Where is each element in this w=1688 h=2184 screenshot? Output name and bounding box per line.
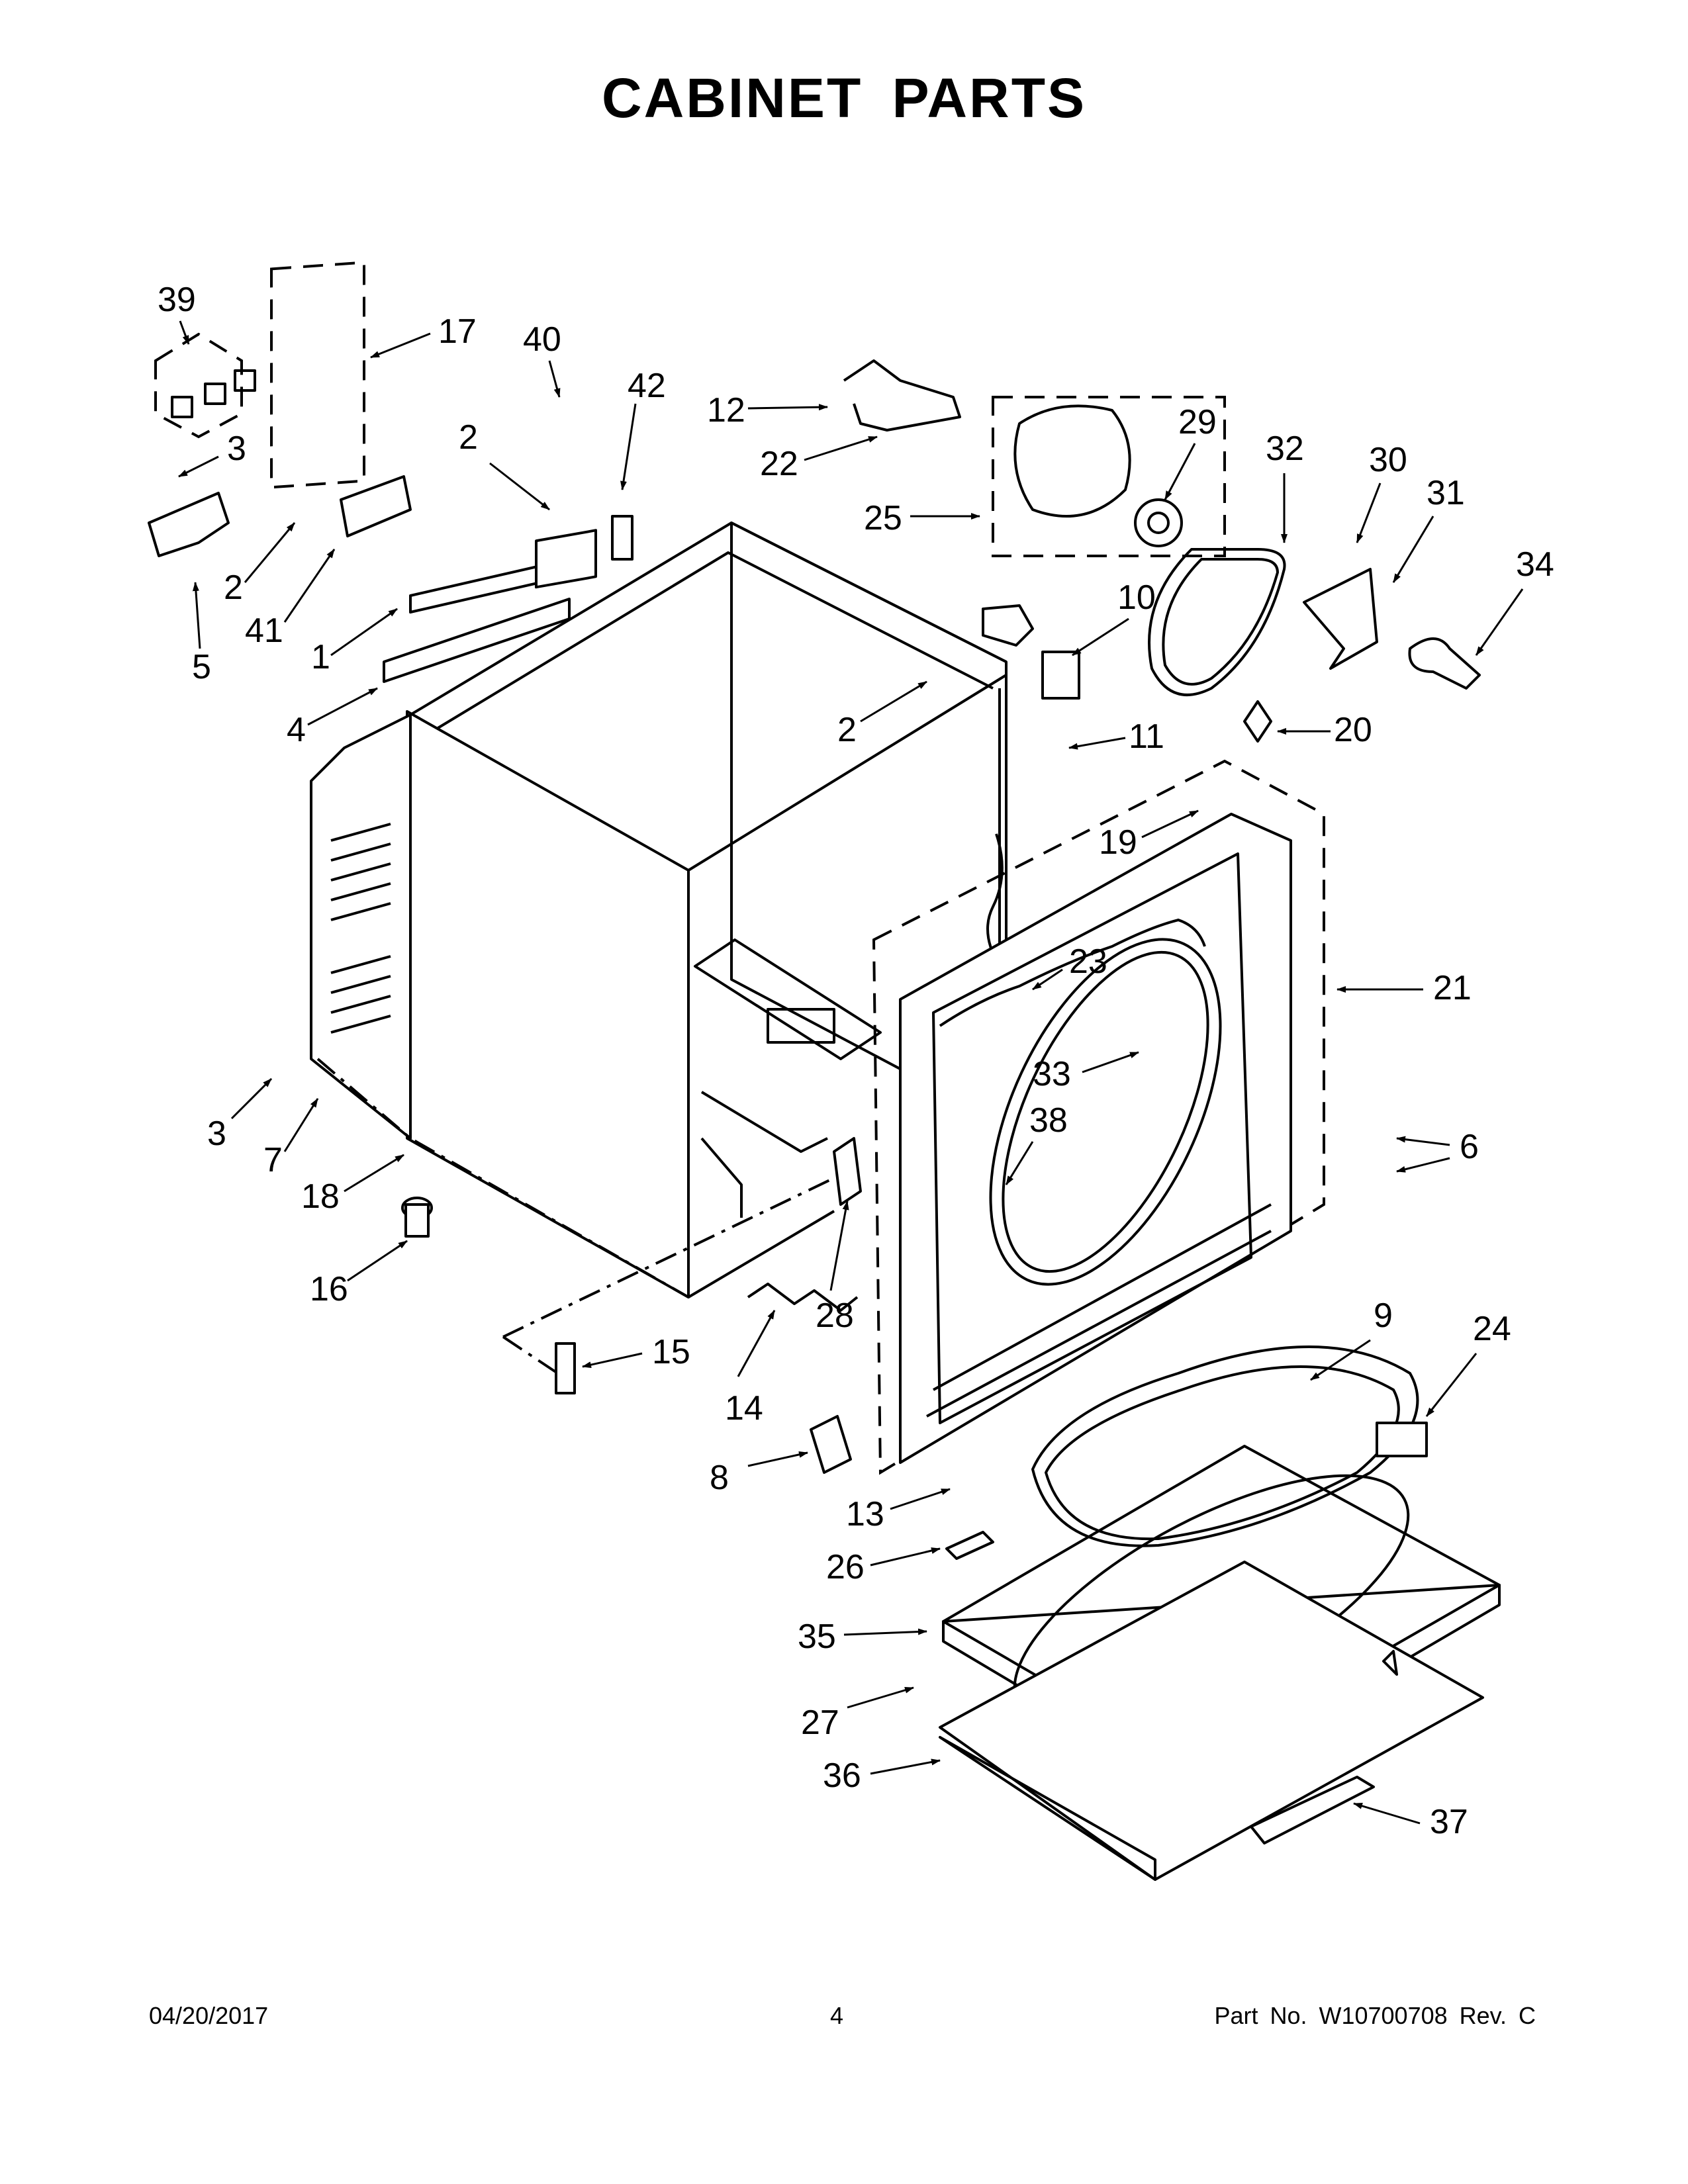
callout-4: 4: [287, 711, 306, 749]
callout-42: 42: [628, 367, 666, 405]
motor-parts-group: [843, 359, 1481, 743]
callout-7: 7: [263, 1141, 283, 1179]
callout-labels: 39 17 3 2 41 1 4 5 40 42 2 12 22 25 29 3…: [158, 281, 1554, 1841]
callout-16: 16: [310, 1270, 348, 1308]
callout-18: 18: [301, 1177, 340, 1216]
callout-6: 6: [1460, 1128, 1479, 1166]
footer-page-number: 4: [830, 2002, 844, 2029]
callout-12: 12: [707, 391, 745, 430]
callout-3-top: 3: [227, 430, 246, 468]
callout-34: 34: [1516, 545, 1554, 584]
callout-24: 24: [1473, 1310, 1511, 1348]
callout-13: 13: [846, 1495, 884, 1533]
callout-5: 5: [192, 648, 211, 686]
callout-25: 25: [864, 499, 902, 537]
callout-10: 10: [1117, 578, 1156, 617]
callout-1: 1: [311, 638, 330, 676]
callout-2-mid: 2: [459, 418, 478, 457]
footer-date: 04/20/2017: [149, 2002, 269, 2029]
base-assembly: [810, 1345, 1501, 1881]
callout-38: 38: [1029, 1101, 1068, 1140]
callout-21: 21: [1433, 969, 1472, 1007]
callout-29: 29: [1178, 403, 1217, 441]
callout-8: 8: [710, 1459, 729, 1497]
callout-20: 20: [1334, 711, 1372, 749]
callout-41: 41: [245, 612, 283, 650]
callout-40: 40: [523, 320, 561, 359]
page-title: CABINET PARTS: [601, 67, 1087, 129]
callout-39: 39: [158, 281, 196, 319]
callout-23: 23: [1069, 942, 1107, 981]
callout-27: 27: [801, 1704, 839, 1742]
callout-2-right: 2: [837, 711, 857, 749]
control-parts-group: [148, 261, 633, 683]
callout-9: 9: [1374, 1297, 1393, 1335]
callout-28: 28: [816, 1297, 854, 1335]
callout-15: 15: [652, 1333, 690, 1371]
callout-31: 31: [1427, 474, 1465, 512]
callout-32: 32: [1266, 430, 1304, 468]
callout-2-left: 2: [224, 569, 243, 607]
callout-35: 35: [798, 1617, 836, 1656]
callout-26: 26: [826, 1548, 865, 1586]
callout-22: 22: [760, 445, 798, 483]
front-panel: [872, 759, 1325, 1475]
callout-36: 36: [823, 1756, 861, 1795]
callout-19: 19: [1099, 823, 1137, 862]
callout-3-left: 3: [207, 1115, 226, 1153]
hardware-group: [401, 1137, 862, 1394]
footer-part-number: Part No. W10700708 Rev. C: [1214, 2002, 1536, 2029]
callout-14: 14: [725, 1389, 763, 1428]
callout-33: 33: [1033, 1055, 1071, 1093]
callout-37: 37: [1430, 1803, 1468, 1841]
cabinet-body: [310, 522, 1008, 1378]
callout-11: 11: [1129, 717, 1164, 756]
callout-30: 30: [1369, 441, 1407, 479]
callout-17: 17: [438, 312, 477, 351]
